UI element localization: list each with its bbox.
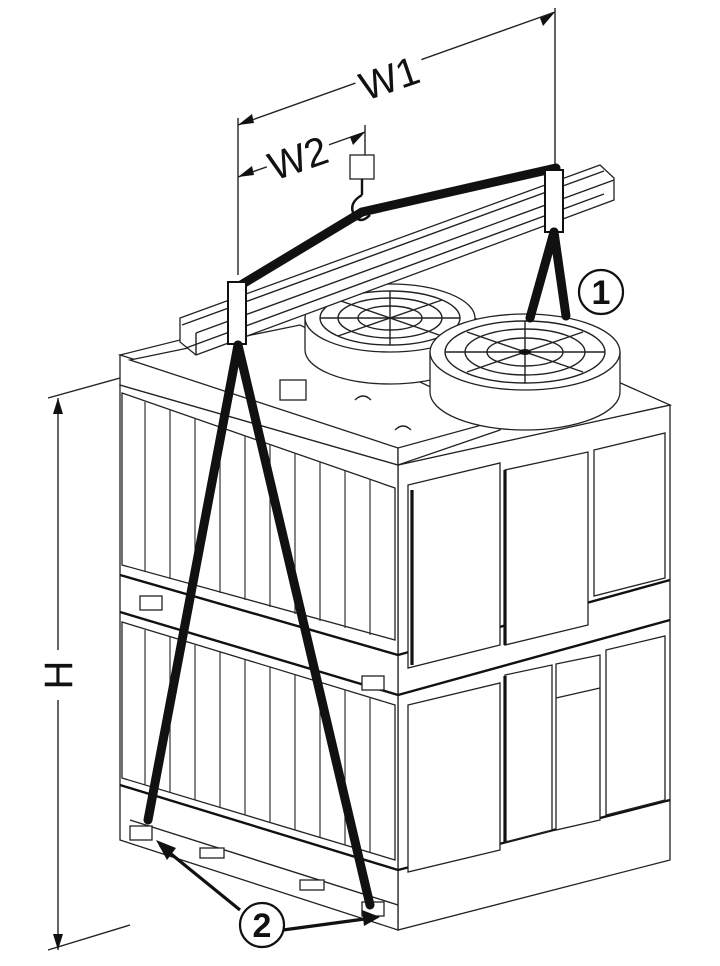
callout-2-number: 2 xyxy=(253,907,272,945)
fan-rear xyxy=(304,283,476,385)
callout-1-number: 1 xyxy=(592,274,611,312)
lifting-slings xyxy=(143,163,571,910)
callout-1: 1 xyxy=(577,268,625,316)
side-access-panels xyxy=(407,432,666,873)
callout-2: 2 xyxy=(156,840,380,949)
h-label: H xyxy=(37,661,81,690)
fan-front xyxy=(429,313,621,431)
dimension-h: H xyxy=(37,377,131,951)
crane-hook xyxy=(349,154,375,222)
dimension-w2: W2 xyxy=(237,124,366,190)
